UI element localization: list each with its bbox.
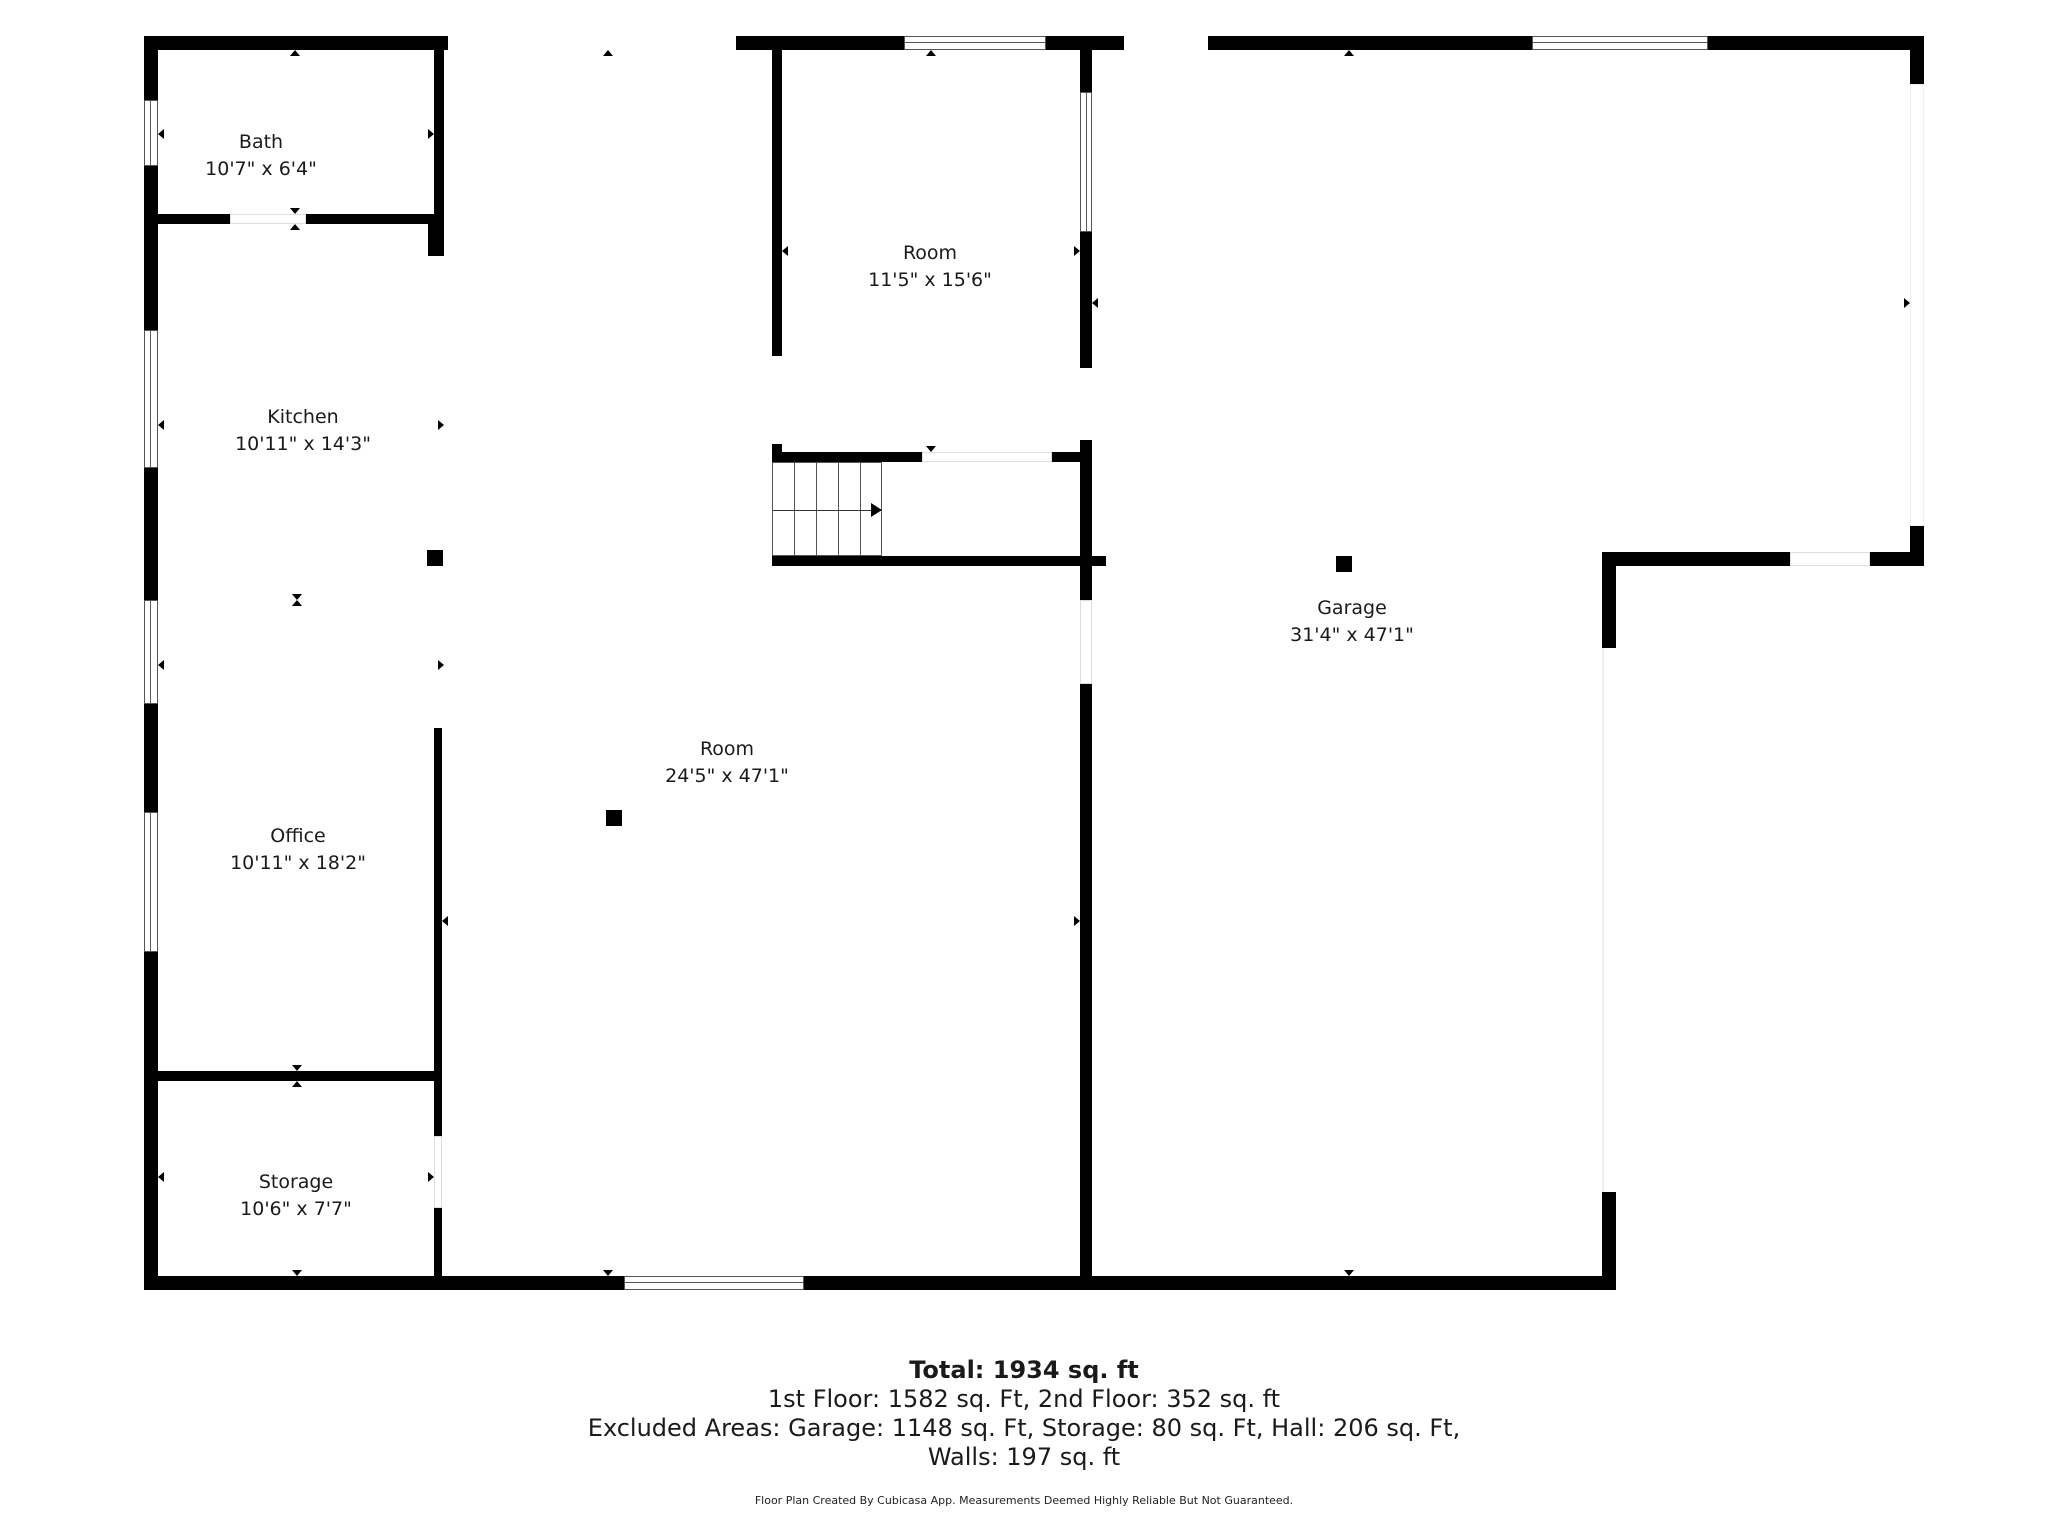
column-garage bbox=[1336, 556, 1352, 572]
dimension-marker-icon bbox=[442, 916, 448, 926]
wall-bath-right bbox=[434, 36, 444, 256]
dimension-marker-icon bbox=[1074, 916, 1080, 926]
room-dimensions: 10'7" x 6'4" bbox=[205, 158, 317, 180]
wall-bottom bbox=[144, 1276, 1616, 1290]
dimension-marker-icon bbox=[926, 446, 936, 452]
dimension-marker-icon bbox=[292, 1081, 302, 1087]
wall-center-upper2 bbox=[1080, 230, 1092, 368]
door-bath bbox=[230, 214, 306, 224]
wall-right-upper-top bbox=[1910, 36, 1924, 84]
garage-door-front bbox=[1602, 648, 1604, 1192]
room-dimensions: 10'6" x 7'7" bbox=[240, 1198, 352, 1220]
dimension-marker-icon bbox=[428, 1172, 434, 1182]
dimension-marker-icon bbox=[158, 660, 164, 670]
room-label-office: Office 10'11" x 18'2" bbox=[230, 823, 366, 877]
dimension-marker-icon bbox=[1074, 246, 1080, 256]
wall-bath-bottom-right bbox=[306, 214, 444, 224]
wall-garage-right-top bbox=[1602, 552, 1616, 648]
window-room-small-right bbox=[1080, 92, 1092, 232]
wall-garage-notch bbox=[1602, 552, 1924, 566]
wall-bath-bottom-left bbox=[144, 214, 230, 224]
wall-bath-right-stub bbox=[428, 216, 444, 256]
door-garage-notch bbox=[1790, 552, 1870, 566]
room-label-room-small: Room 11'5" x 15'6" bbox=[868, 240, 992, 294]
room-label-room-large: Room 24'5" x 47'1" bbox=[665, 736, 789, 790]
wall-center-mid bbox=[1080, 440, 1092, 600]
staircase bbox=[772, 462, 882, 556]
dimension-marker-icon bbox=[428, 129, 434, 139]
column-room bbox=[606, 810, 622, 826]
room-name: Garage bbox=[1317, 597, 1387, 619]
wall-center-lower bbox=[1080, 684, 1092, 1290]
window-garage-top bbox=[1532, 36, 1708, 50]
dimension-marker-icon bbox=[926, 50, 936, 56]
room-label-storage: Storage 10'6" x 7'7" bbox=[240, 1169, 352, 1223]
dimension-marker-icon bbox=[158, 1172, 164, 1182]
room-name: Room bbox=[902, 242, 958, 264]
dimension-marker-icon bbox=[292, 594, 302, 600]
garage-door-right bbox=[1910, 84, 1924, 526]
window-room-bottom bbox=[624, 1276, 804, 1290]
room-name: Room bbox=[699, 738, 755, 760]
column-kitchen bbox=[427, 550, 443, 566]
dimension-marker-icon bbox=[603, 1270, 613, 1276]
wall-room-small-left bbox=[772, 36, 782, 356]
window-office-left bbox=[144, 812, 158, 952]
dimension-marker-icon bbox=[158, 420, 164, 430]
door-room-small bbox=[922, 452, 1052, 462]
dimension-marker-icon bbox=[438, 420, 444, 430]
dimension-marker-icon bbox=[438, 660, 444, 670]
room-dimensions: 10'11" x 18'2" bbox=[230, 852, 366, 874]
door-room-garage bbox=[1080, 600, 1092, 684]
room-label-kitchen: Kitchen 10'11" x 14'3" bbox=[235, 404, 371, 458]
door-storage bbox=[434, 1136, 442, 1208]
window-kitchen-left-lower bbox=[144, 600, 158, 704]
dimension-marker-icon bbox=[292, 600, 302, 606]
wall-room-small-bottom-left bbox=[772, 452, 922, 462]
room-name: Kitchen bbox=[267, 406, 339, 428]
room-label-bath: Bath 10'7" x 6'4" bbox=[205, 129, 317, 183]
dimension-marker-icon bbox=[292, 1065, 302, 1071]
dimension-marker-icon bbox=[782, 246, 788, 256]
wall-stair-bottom bbox=[772, 556, 1106, 566]
excluded-areas: Excluded Areas: Garage: 1148 sq. Ft, Sto… bbox=[587, 1414, 1461, 1442]
total-area: Total: 1934 sq. ft bbox=[909, 1356, 1139, 1384]
wall-garage-right-bottom bbox=[1602, 1192, 1616, 1290]
room-name: Bath bbox=[238, 131, 284, 153]
dimension-marker-icon bbox=[290, 50, 300, 56]
dimension-marker-icon bbox=[603, 50, 613, 56]
room-dimensions: 24'5" x 47'1" bbox=[665, 765, 789, 787]
dimension-marker-icon bbox=[1344, 1270, 1354, 1276]
wall-room-small-bottom-right bbox=[1052, 452, 1080, 462]
dimension-marker-icon bbox=[1344, 50, 1354, 56]
wall-storage-top bbox=[144, 1071, 442, 1081]
stair-direction-arrow-icon bbox=[871, 503, 882, 517]
dimension-marker-icon bbox=[1092, 298, 1098, 308]
dimension-marker-icon bbox=[290, 208, 300, 214]
dimension-marker-icon bbox=[158, 129, 164, 139]
room-name: Storage bbox=[258, 1171, 334, 1193]
walls-area: Walls: 197 sq. ft bbox=[927, 1443, 1121, 1471]
credit-disclaimer: Floor Plan Created By Cubicasa App. Meas… bbox=[754, 1494, 1294, 1507]
dimension-marker-icon bbox=[1904, 298, 1910, 308]
room-dimensions: 11'5" x 15'6" bbox=[868, 269, 992, 291]
room-name: Office bbox=[270, 825, 326, 847]
room-dimensions: 31'4" x 47'1" bbox=[1290, 624, 1414, 646]
floor-areas: 1st Floor: 1582 sq. Ft, 2nd Floor: 352 s… bbox=[767, 1385, 1281, 1413]
room-label-garage: Garage 31'4" x 47'1" bbox=[1290, 595, 1414, 649]
dimension-marker-icon bbox=[292, 1270, 302, 1276]
area-summary: Total: 1934 sq. ft 1st Floor: 1582 sq. F… bbox=[0, 1355, 2048, 1508]
window-bath-left bbox=[144, 100, 158, 166]
window-kitchen-left bbox=[144, 330, 158, 468]
room-dimensions: 10'11" x 14'3" bbox=[235, 433, 371, 455]
dimension-marker-icon bbox=[290, 224, 300, 230]
window-room-small-top bbox=[904, 36, 1046, 50]
wall-storage-right-bottom bbox=[434, 1208, 442, 1288]
wall-center-upper bbox=[1080, 36, 1092, 96]
wall-top-left bbox=[144, 36, 448, 50]
wall-office-right bbox=[434, 728, 442, 1136]
